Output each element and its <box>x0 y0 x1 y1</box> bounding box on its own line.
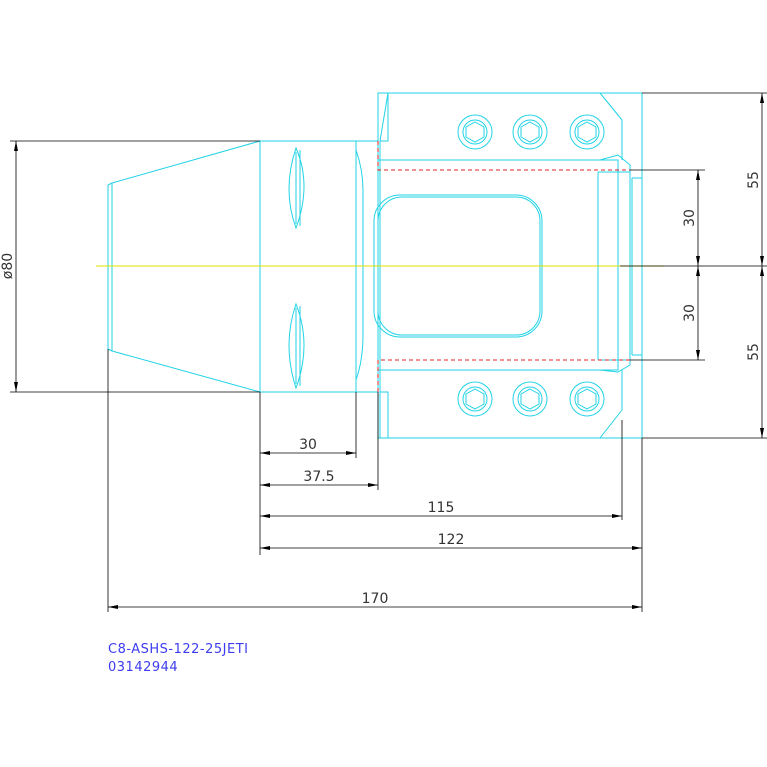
dim-30-horizontal: 30 <box>299 437 317 453</box>
dim-115: 115 <box>428 500 455 516</box>
dim-55-top: 55 <box>746 171 762 189</box>
part-number: 03142944 <box>108 660 179 675</box>
dim-170: 170 <box>362 591 389 607</box>
hidden-lines <box>377 141 630 392</box>
dim-30-vertical-bottom: 30 <box>682 304 698 322</box>
screw-top-2 <box>512 114 548 150</box>
inner-pocket <box>377 159 619 371</box>
dimension-lines <box>10 92 767 612</box>
screw-bottom-1 <box>457 381 493 417</box>
screws <box>457 114 605 417</box>
part-name: C8-ASHS-122-25JETI <box>108 642 249 657</box>
dim-diameter-80: ø80 <box>0 253 16 279</box>
arrowheads <box>14 93 764 609</box>
screw-bottom-3 <box>569 381 605 417</box>
dim-30-vertical-top: 30 <box>682 209 698 227</box>
drive-slot-top <box>288 146 305 230</box>
dim-122: 122 <box>438 532 465 548</box>
dim-37-5: 37.5 <box>303 469 334 485</box>
drive-slot-bottom <box>288 302 305 390</box>
dim-55-bottom: 55 <box>746 343 762 361</box>
screw-top-1 <box>457 114 493 150</box>
screw-top-3 <box>569 114 605 150</box>
screw-bottom-2 <box>512 381 548 417</box>
